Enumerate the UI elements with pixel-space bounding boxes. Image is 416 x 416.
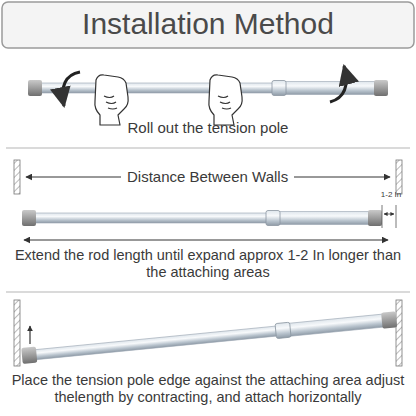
lift-arrow [29,326,30,344]
wall [14,160,20,194]
tick [382,205,383,228]
wall [396,160,402,194]
wall [14,300,20,366]
dimension-arrow [384,214,394,215]
step-caption: Extend the rod length until expand appro… [6,247,410,282]
rotate-arrow [330,66,346,102]
dimension-arrow [24,240,388,241]
step-caption: Place the tension pole edge against the … [6,372,410,407]
divider [6,291,410,292]
dimension-label: 1-2 In [374,190,408,200]
hands [95,75,242,125]
tension-rod [21,311,397,364]
divider [6,147,410,148]
tension-rod [22,210,382,226]
tick [396,205,397,228]
tension-rod [28,80,388,96]
wall [396,300,402,366]
dimension-label: Distance Between Walls [121,168,294,186]
title: Installation Method [0,6,416,42]
rotate-arrow [63,72,80,106]
step-caption: Roll out the tension pole [8,119,408,137]
